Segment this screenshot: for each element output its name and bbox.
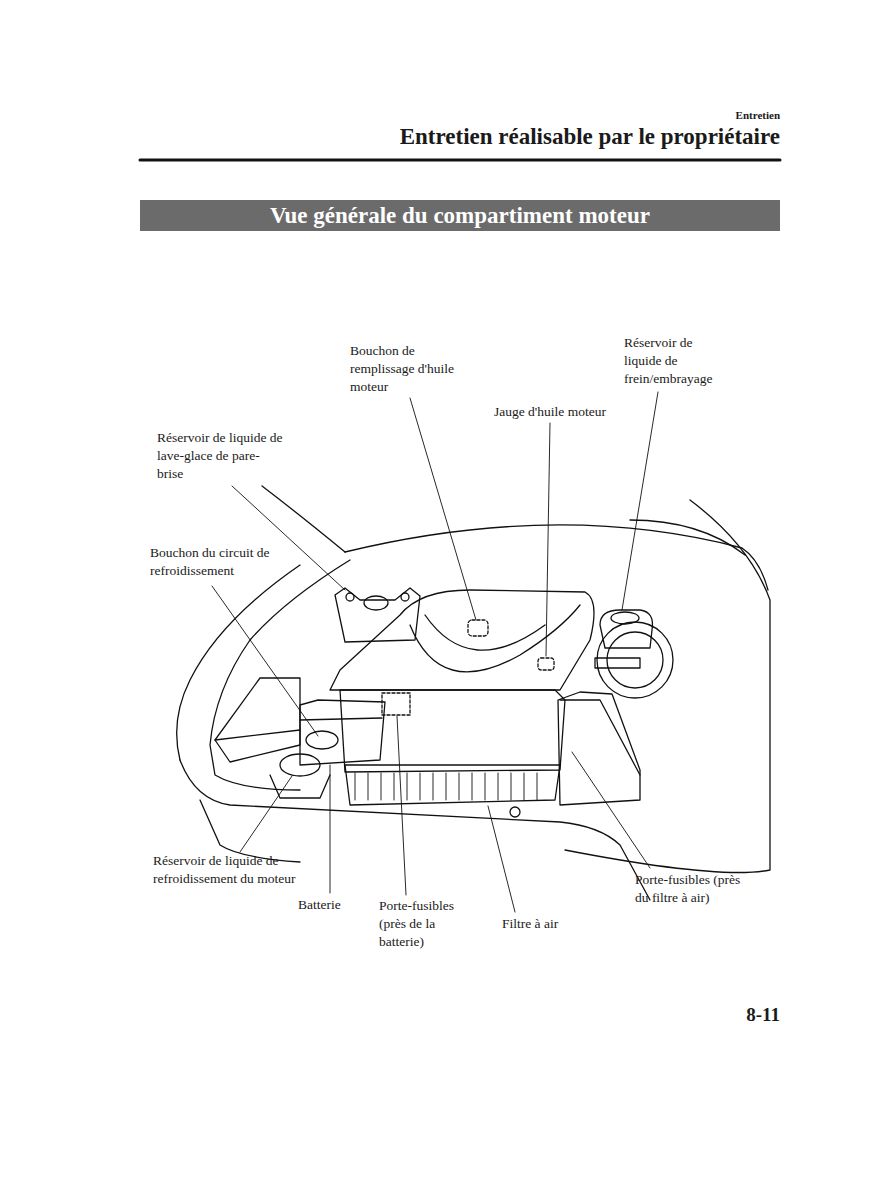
section-name: Entretien xyxy=(580,108,780,123)
part-label: Bouchon du circuit de refroidissement xyxy=(150,544,272,580)
title-band: Vue générale du compartiment moteur xyxy=(140,200,780,231)
header-rule xyxy=(140,159,780,162)
part-label: Réservoir de liquide de refroidissement … xyxy=(153,852,305,888)
band-title: Vue générale du compartiment moteur xyxy=(270,203,650,229)
part-label: Jauge d'huile moteur xyxy=(494,403,634,421)
page-heading: Entretien réalisable par le propriétaire xyxy=(250,122,780,153)
leader-lines xyxy=(212,392,658,912)
part-label: Batterie xyxy=(298,896,368,914)
part-label: Réservoir de liquide de lave-glace de pa… xyxy=(157,429,283,483)
part-label: Porte-fusibles (près du filtre à air) xyxy=(635,871,753,907)
part-label: Porte-fusibles (près de la batterie) xyxy=(379,897,467,951)
page-number: 8-11 xyxy=(680,1002,780,1027)
part-label: Bouchon de remplissage d'huile moteur xyxy=(350,342,476,396)
part-label: Filtre à air xyxy=(502,915,592,933)
part-label: Réservoir de liquide de frein/embrayage xyxy=(624,334,726,388)
